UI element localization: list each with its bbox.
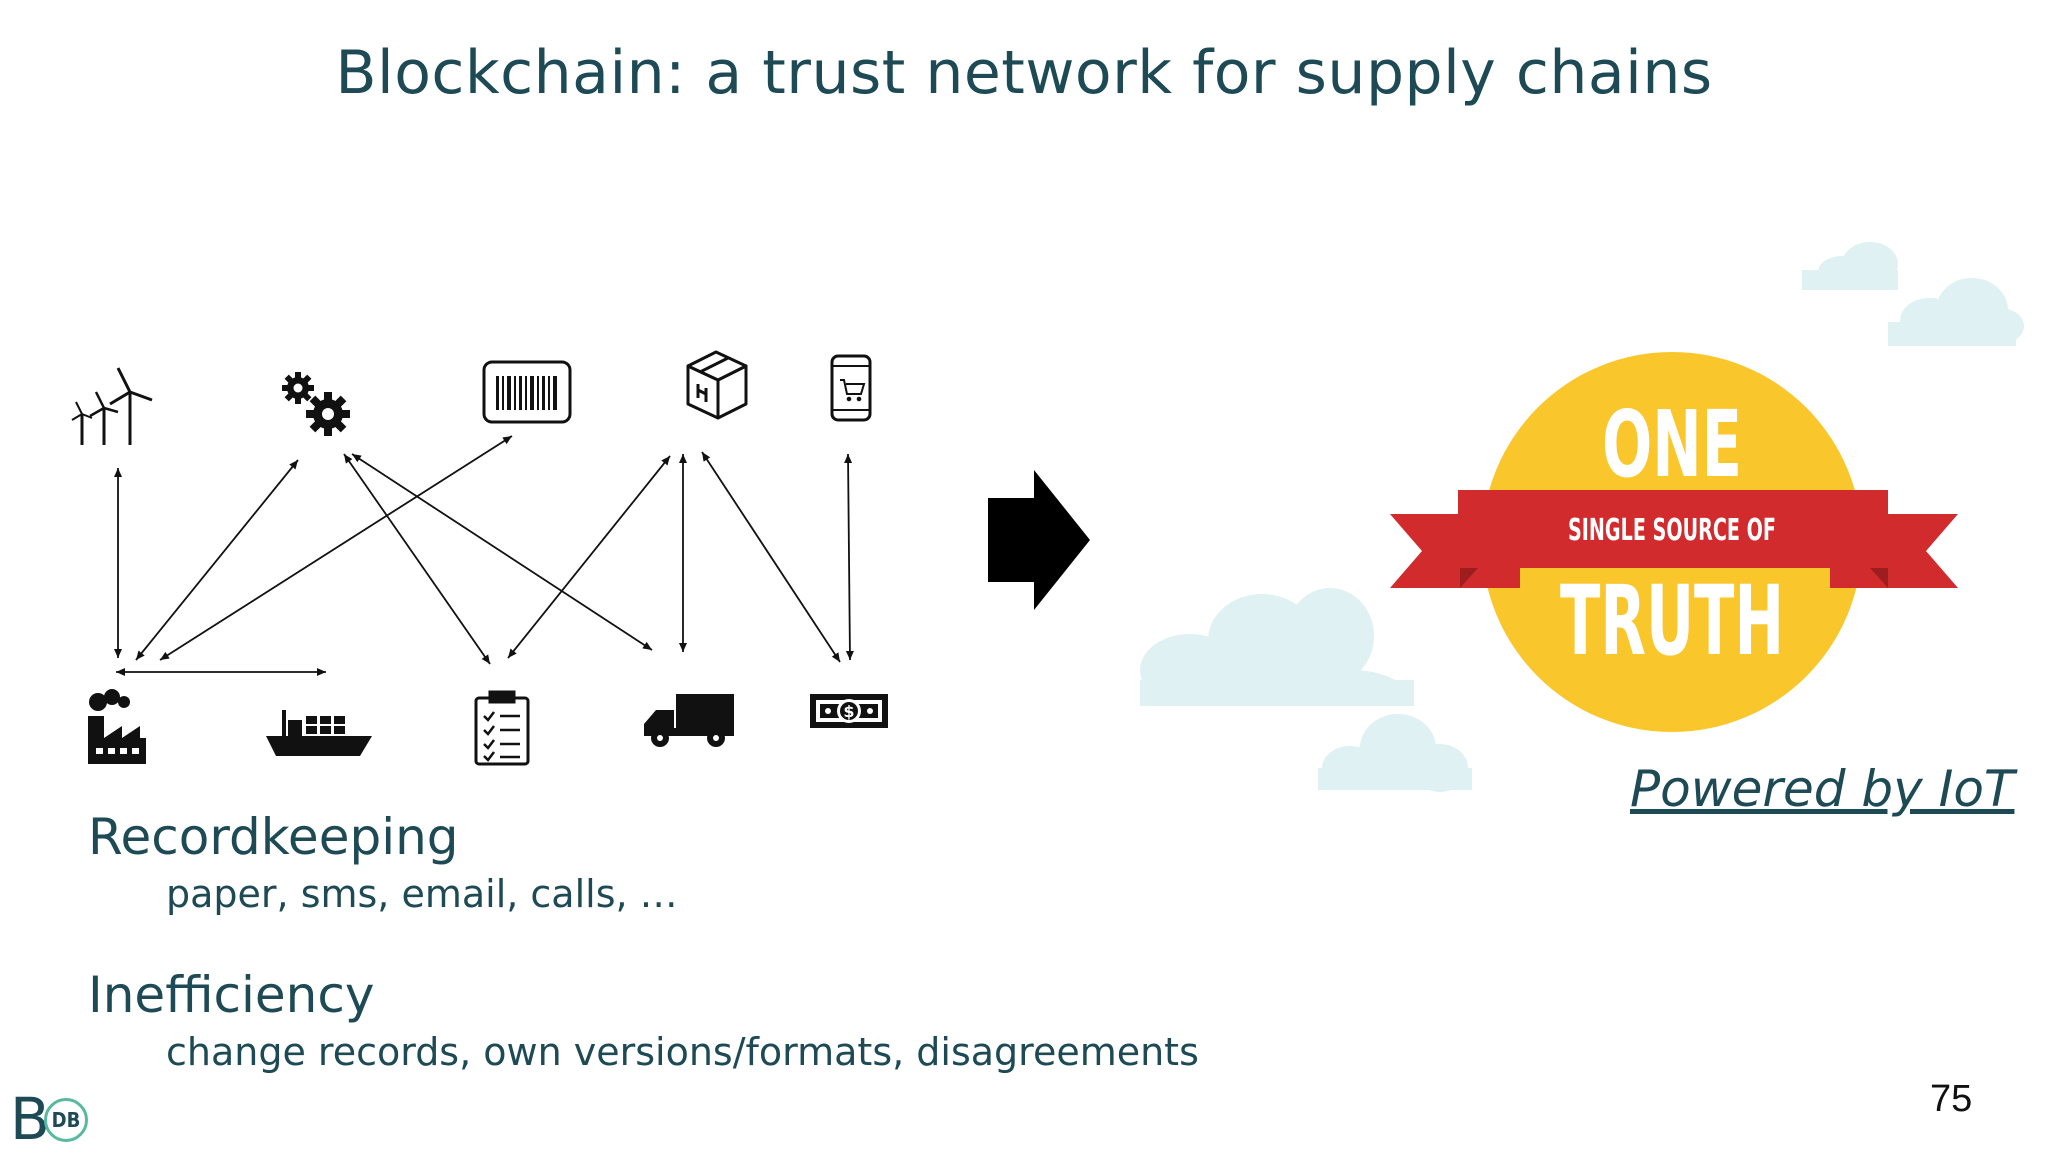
powered-by-link[interactable]: Powered by IoT: [1630, 760, 2015, 818]
package-box-icon: [686, 350, 748, 420]
ribbon-text: SINGLE SOURCE OF: [1568, 513, 1776, 548]
point-heading-inefficiency: Inefficiency: [88, 966, 375, 1024]
point-detail-inefficiency: change records, own versions/formats, di…: [166, 1030, 1199, 1074]
cloud-large: [1140, 588, 1414, 706]
badge-word-bottom: TRUTH: [1560, 565, 1784, 677]
mobile-shopping-cart-icon: [830, 354, 872, 422]
checklist-clipboard-icon: [474, 690, 530, 766]
wind-turbines-icon: [71, 367, 153, 445]
badge-word-top: ONE: [1602, 391, 1742, 498]
ribbon-band: [1458, 490, 1888, 568]
point-heading-recordkeeping: Recordkeeping: [88, 808, 459, 866]
connection-arrow: [343, 453, 491, 665]
connection-arrow: [135, 459, 299, 661]
connection-arrow: [701, 451, 841, 663]
cloud-small-lower: [1318, 714, 1472, 792]
slide-title: Blockchain: a trust network for supply c…: [335, 38, 1713, 108]
cargo-ship-icon: [266, 710, 372, 756]
connection-arrow: [351, 453, 653, 651]
cloud-top-left: [1802, 242, 1898, 290]
logo-badge: DB: [44, 1098, 88, 1142]
single-source-of-truth-badge: ONE SINGLE SOURCE OF TRUTH: [1390, 352, 1958, 732]
connection-arrow: [507, 455, 671, 659]
connection-arrow: [159, 435, 513, 661]
barcode-icon: [482, 360, 572, 424]
delivery-truck-icon: [644, 694, 734, 747]
transition-arrow: [988, 470, 1090, 610]
page-number: 75: [1930, 1078, 1973, 1120]
point-detail-recordkeeping: paper, sms, email, calls, …: [166, 872, 678, 916]
factory-icon: [88, 689, 146, 764]
money-bill-icon: $: [810, 694, 888, 728]
svg-text:$: $: [843, 702, 854, 721]
cloud-top-right: [1888, 278, 2024, 346]
gears-icon: [282, 372, 350, 436]
logo-letter: B: [10, 1085, 50, 1153]
connection-arrow: [844, 453, 854, 661]
